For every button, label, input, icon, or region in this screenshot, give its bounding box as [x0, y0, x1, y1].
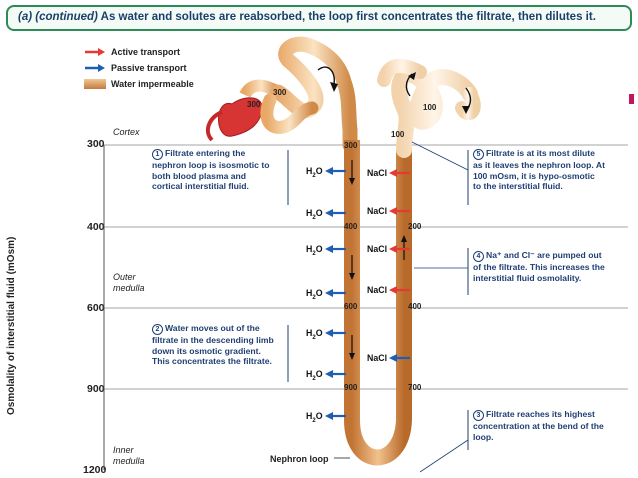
water-label-2: H2O	[306, 208, 323, 221]
side-marker	[629, 94, 634, 104]
proximal-loop	[260, 93, 319, 134]
legend-active: Active transport	[84, 44, 194, 60]
title-banner: (a) (continued) As water and solutes are…	[6, 5, 632, 31]
nacl-label-3: NaCl	[367, 244, 388, 254]
title-body: As water and solutes are reabsorbed, the…	[100, 11, 596, 23]
tick-400: 400	[87, 221, 105, 233]
value-desc-900: 900	[344, 383, 358, 392]
value-dct: 100	[423, 103, 437, 112]
afferent-vessel	[205, 110, 223, 142]
water-label-7: H2O	[306, 411, 323, 424]
tan-swatch-icon	[84, 79, 106, 89]
tick-600: 600	[87, 302, 105, 314]
water-label-6: H2O	[306, 369, 323, 382]
value-asc-200: 200	[408, 222, 422, 231]
value-glomerulus: 300	[247, 100, 261, 109]
nacl-label-5: NaCl	[367, 353, 388, 363]
water-arrows	[325, 167, 346, 420]
glomerulus	[218, 97, 263, 137]
region-cortex: Cortex	[113, 127, 140, 137]
tick-300: 300	[87, 138, 105, 150]
water-label-1: H2O	[306, 166, 323, 179]
tick-1200: 1200	[83, 464, 107, 476]
legend-passive: Passive transport	[84, 60, 194, 76]
nacl-label-2: NaCl	[367, 206, 388, 216]
title-prefix: (a) (continued)	[18, 11, 98, 23]
nacl-label-4: NaCl	[367, 285, 388, 295]
legend-impermeable-label: Water impermeable	[111, 79, 194, 89]
distal-tubule	[391, 66, 478, 158]
value-asc-top: 100	[391, 130, 405, 139]
water-label-5: H2O	[306, 328, 323, 341]
legend: Active transport Passive transport Water…	[84, 44, 194, 92]
value-desc-600: 600	[344, 302, 358, 311]
nephron-loop	[344, 140, 412, 466]
red-arrow-icon	[85, 48, 105, 56]
nacl-arrows	[389, 169, 410, 362]
legend-impermeable: Water impermeable	[84, 76, 194, 92]
tick-900: 900	[87, 383, 105, 395]
value-desc-400: 400	[344, 222, 358, 231]
value-bend: 1200	[370, 467, 388, 476]
value-asc-700: 700	[408, 383, 422, 392]
nephron-loop-label: Nephron loop	[270, 454, 329, 464]
water-label-4: H2O	[306, 288, 323, 301]
value-desc-300: 300	[344, 141, 358, 150]
value-pct-top: 300	[273, 88, 287, 97]
legend-passive-label: Passive transport	[111, 63, 187, 73]
legend-active-label: Active transport	[111, 47, 181, 57]
nacl-label-1: NaCl	[367, 168, 388, 178]
water-label-3: H2O	[306, 244, 323, 257]
title-text: (a) (continued) As water and solutes are…	[18, 11, 596, 23]
blue-arrow-icon	[85, 64, 105, 72]
value-asc-400: 400	[408, 302, 422, 311]
